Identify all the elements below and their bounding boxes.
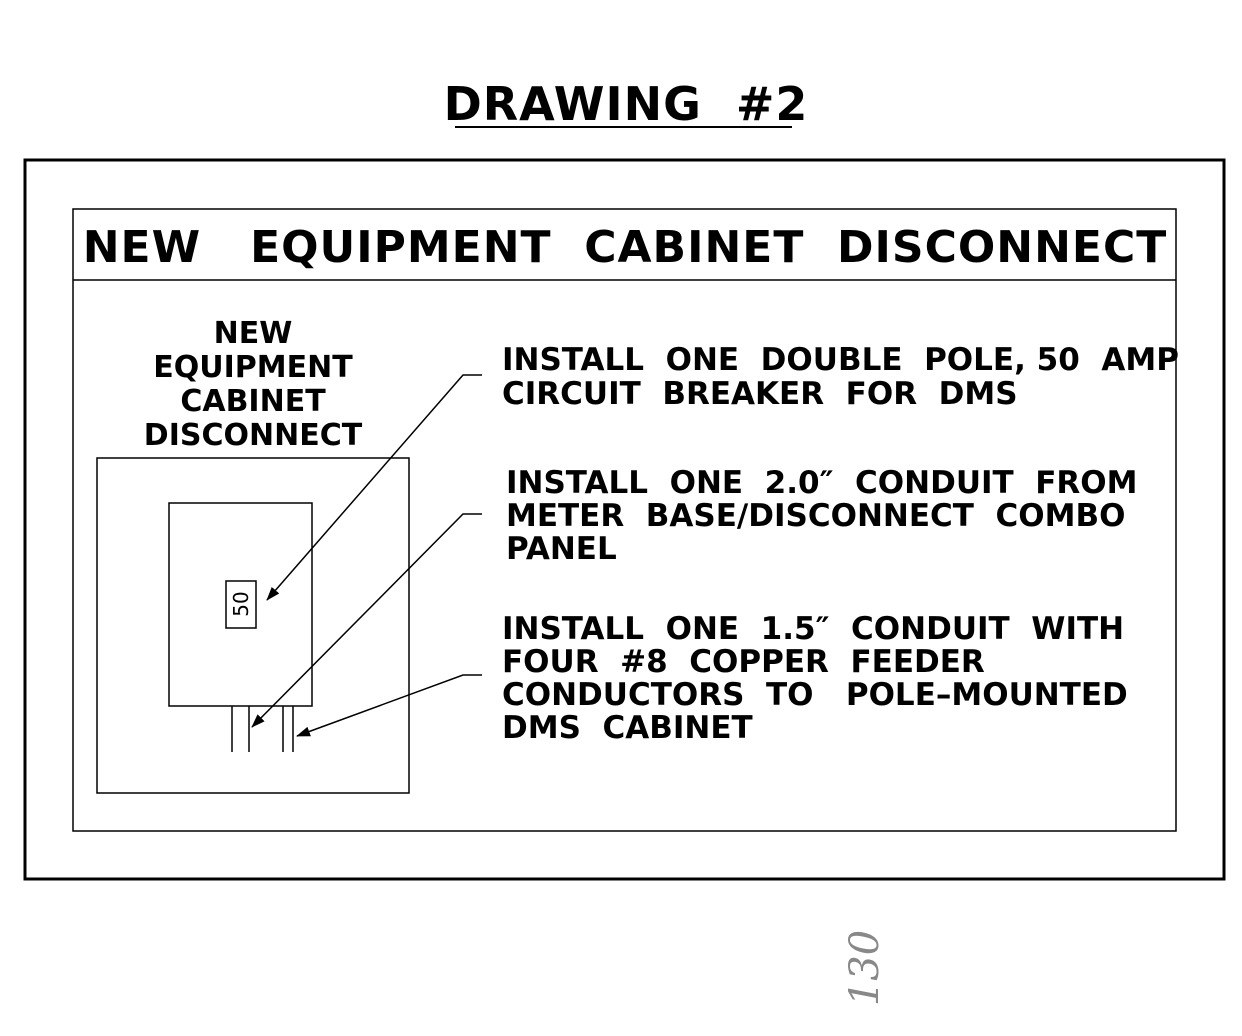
note-line: DMS CABINET: [502, 710, 753, 746]
conduit-2in: [231, 706, 250, 752]
cabinet-label-line: NEW: [214, 316, 293, 351]
note-1-5in-conduit: INSTALL ONE 1.5″ CONDUIT WITH FOUR #8 CO…: [502, 611, 1128, 746]
note-2in-conduit: INSTALL ONE 2.0″ CONDUIT FROM METER BASE…: [506, 465, 1138, 567]
note-line: CONDUCTORS TO POLE–MOUNTED: [502, 677, 1128, 713]
breaker-value: 50: [229, 591, 253, 616]
inner-panel: [72, 208, 1177, 832]
drawing-title: DRAWING #2: [444, 77, 809, 131]
cabinet-outline: [96, 457, 410, 794]
cabinet-label-line: EQUIPMENT: [153, 350, 353, 385]
note-line: FOUR #8 COPPER FEEDER: [502, 644, 985, 680]
outer-frame: [23, 158, 1226, 881]
leader-arrow-1-5in-conduit: [296, 674, 482, 737]
conduit-1-5in: [282, 706, 294, 752]
note-line: METER BASE∕DISCONNECT COMBO: [506, 498, 1125, 534]
leader-arrow-2in-conduit: [251, 513, 482, 728]
breaker-box: [225, 580, 257, 629]
leader-arrow-breaker: [266, 374, 482, 601]
cabinet-label-line: DISCONNECT: [144, 418, 363, 453]
note-breaker: INSTALL ONE DOUBLE POLE, 50 AMP CIRCUIT …: [502, 342, 1179, 412]
cabinet-label-line: CABINET: [180, 384, 326, 419]
note-line: INSTALL ONE 1.5″ CONDUIT WITH: [502, 611, 1124, 647]
note-line: INSTALL ONE 2.0″ CONDUIT FROM: [506, 465, 1138, 501]
note-line: PANEL: [506, 531, 617, 567]
disconnect-panel: [168, 502, 313, 707]
page-number: 130: [842, 930, 888, 1006]
note-line: INSTALL ONE DOUBLE POLE, 50 AMP: [502, 342, 1179, 378]
panel-header: NEW EQUIPMENT CABINET DISCONNECT: [83, 222, 1168, 273]
cabinet-label: NEW EQUIPMENT CABINET DISCONNECT: [144, 316, 363, 453]
note-line: CIRCUIT BREAKER FOR DMS: [502, 376, 1018, 412]
